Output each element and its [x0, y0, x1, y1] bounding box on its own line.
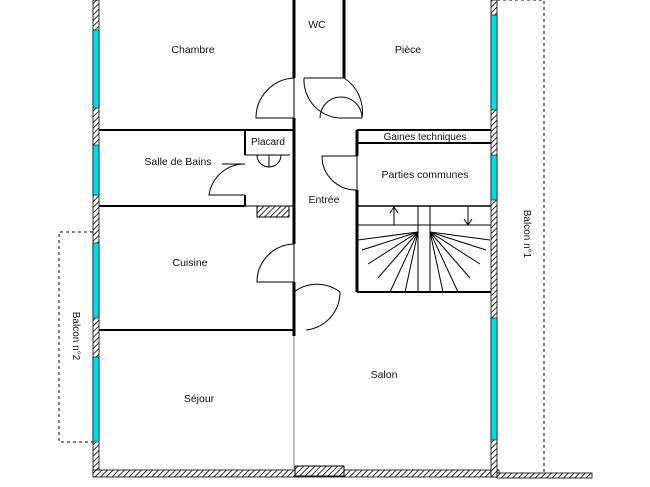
label-salle-de-bains: Salle de Bains [144, 156, 211, 168]
cuisine-duct [256, 205, 290, 218]
window-left-sdb [92, 144, 100, 196]
label-chambre: Chambre [171, 44, 214, 56]
label-balcon-1: Balcon n°1 [521, 210, 532, 259]
door-placard-right [268, 154, 282, 168]
window-left-chambre [92, 29, 100, 109]
door-swings [208, 77, 363, 331]
balcony-2-outline [58, 231, 93, 443]
salon-bottom-duct [294, 465, 345, 477]
door-chambre [255, 77, 295, 119]
label-cuisine: Cuisine [172, 257, 207, 269]
door-parties [321, 155, 358, 191]
door-salon [293, 283, 341, 331]
balcony-1-outline [497, 0, 545, 473]
label-balcon-2: Balcon n°2 [70, 312, 81, 361]
label-entree: Entrée [309, 194, 340, 206]
windows [92, 14, 498, 443]
window-left-sejour [92, 356, 100, 443]
window-left-cuisine [92, 242, 100, 319]
window-right-parties [490, 154, 498, 201]
room-labels: Chambre WC Pièce Placard Salle de Bains … [70, 19, 532, 405]
label-parties-communes: Parties communes [382, 169, 469, 181]
window-right-piece [490, 14, 498, 111]
label-wc: WC [308, 19, 326, 31]
door-cuisine [256, 243, 295, 283]
door-sdb [208, 163, 246, 196]
door-wc [303, 77, 345, 119]
label-salon: Salon [371, 369, 398, 381]
staircase [357, 206, 491, 293]
door-placard-left [256, 154, 270, 168]
label-placard: Placard [251, 137, 285, 148]
balconies [58, 0, 545, 473]
right-wall [490, 0, 498, 478]
door-piece [319, 77, 363, 119]
bottom-right-wall-ext [496, 472, 593, 479]
label-gaines-techniques: Gaines techniques [384, 132, 467, 143]
window-right-salon [490, 317, 498, 441]
label-sejour: Séjour [184, 393, 215, 405]
label-piece: Pièce [395, 44, 421, 56]
